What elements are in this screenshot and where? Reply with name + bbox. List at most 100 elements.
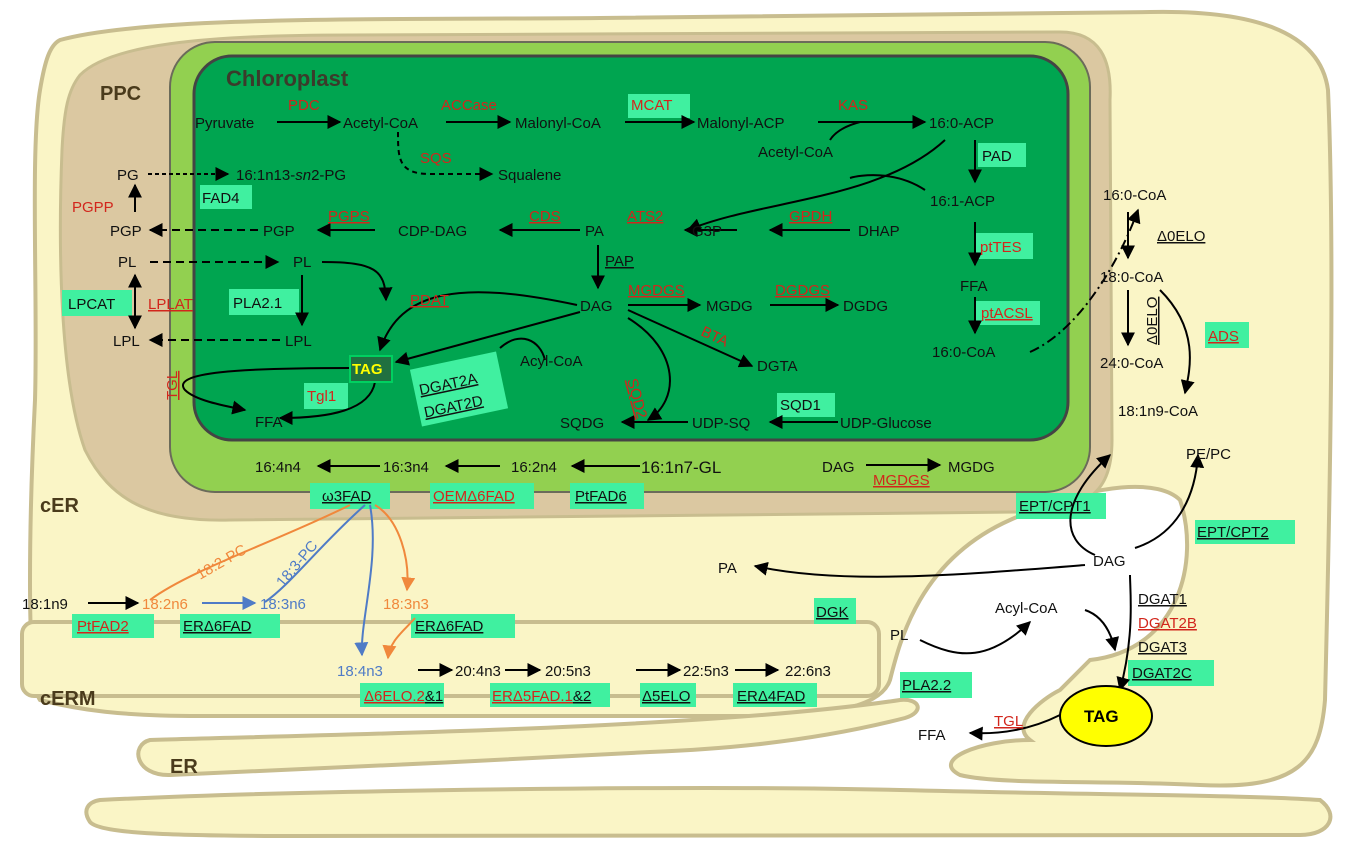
enzyme-ads: ADS: [1208, 328, 1239, 345]
metabolite-16-2n4: 16:2n4: [511, 459, 557, 476]
metabolite-pl-er: PL: [890, 627, 908, 644]
enzyme-erd6fad-a: ERΔ6FAD: [183, 618, 252, 635]
enzyme-dgat2b: DGAT2B: [1138, 615, 1197, 632]
enzyme-dgat1: DGAT1: [1138, 591, 1187, 608]
metabolite-udp-sq: UDP-SQ: [692, 415, 750, 432]
metabolite-dag-er: DAG: [1093, 553, 1126, 570]
enzyme-sqs: SQS: [420, 150, 452, 167]
metabolite-g3p: G3P: [692, 223, 722, 240]
metabolite-ffa-er: FFA: [918, 727, 946, 744]
fatty-acid-18-3n3: 18:3n3: [383, 596, 429, 613]
enzyme-labels: PDC ACCase MCAT KAS SQS PAD FAD4 PGPP PG…: [68, 97, 1269, 730]
metabolite-16-3n4: 16:3n4: [383, 459, 429, 476]
metabolite-pa: PA: [585, 223, 604, 240]
metabolite-18-1n9-coa: 18:1n9-CoA: [1118, 403, 1198, 420]
metabolite-pl: PL: [293, 254, 311, 271]
metabolite-lpl-left: LPL: [113, 333, 140, 350]
metabolite-acetyl-coa-2: Acetyl-CoA: [758, 144, 833, 161]
enzyme-dgat2c: DGAT2C: [1132, 665, 1192, 682]
metabolite-dgdg: DGDG: [843, 298, 888, 315]
enzyme-pdat: PDAT: [410, 292, 449, 309]
metabolite-pe-pc: PE/PC: [1186, 446, 1231, 463]
enzyme-pla2-1: PLA2.1: [233, 295, 282, 312]
er-strip-2: [84, 786, 1333, 838]
region-label-chloroplast: Chloroplast: [226, 66, 349, 91]
metabolite-16-1-acp: 16:1-ACP: [930, 193, 995, 210]
metabolite-squalene: Squalene: [498, 167, 561, 184]
metabolite-mgdg: MGDG: [706, 298, 753, 315]
enzyme-tgl-er: TGL: [994, 713, 1023, 730]
enzyme-erd5fad: ERΔ5FAD.1&2: [492, 688, 591, 705]
enzyme-pdc: PDC: [288, 97, 320, 114]
enzyme-mgdgs-out: MGDGS: [873, 472, 930, 489]
color-arrows: [149, 504, 416, 660]
metabolite-16-0-coa-chloroplast: 16:0-CoA: [932, 344, 995, 361]
enzyme-sqd1: SQD1: [780, 397, 821, 414]
metabolite-ffa-left: FFA: [255, 414, 283, 431]
dashed-arrows: [148, 167, 1141, 353]
metabolite-dag-out: DAG: [822, 459, 855, 476]
tag-chloroplast-box: [349, 355, 393, 383]
enzyme-d0elo-a: Δ0ELO: [1157, 228, 1205, 245]
metabolite-sqdg: SQDG: [560, 415, 604, 432]
metabolite-pgp-left: PGP: [110, 223, 142, 240]
enzyme-pttes: ptTES: [980, 239, 1022, 256]
enzyme-d6elo: Δ6ELO.2&1: [364, 688, 443, 705]
fatty-acid-18-3n6: 18:3n6: [260, 596, 306, 613]
fatty-acid-22-5n3: 22:5n3: [683, 663, 729, 680]
metabolite-labels: Pyruvate Acetyl-CoA Malonyl-CoA Malonyl-…: [22, 115, 1231, 744]
enzyme-d0elo-b: Δ0ELO: [1144, 297, 1161, 345]
region-label-ppc: PPC: [100, 83, 141, 105]
metabolite-acetyl-coa: Acetyl-CoA: [343, 115, 418, 132]
metabolite-acyl-coa-er: Acyl-CoA: [995, 600, 1058, 617]
enzyme-accase: ACCase: [441, 97, 497, 114]
enzyme-pgpp: PGPP: [72, 199, 114, 216]
region-label-cerm: cERM: [40, 688, 96, 710]
fatty-acid-20-4n3: 20:4n3: [455, 663, 501, 680]
metabolite-pa-er: PA: [718, 560, 737, 577]
region-label-er: ER: [170, 756, 198, 778]
metabolite-24-0-coa: 24:0-CoA: [1100, 355, 1163, 372]
enzyme-ats2: ATS2: [627, 208, 663, 225]
metabolite-dgta: DGTA: [757, 358, 798, 375]
enzyme-tgl1: Tgl1: [307, 388, 336, 405]
fatty-acid-18-1n9: 18:1n9: [22, 596, 68, 613]
enzyme-ptacsl: ptACSL: [981, 305, 1033, 322]
enzyme-dgdgs: DGDGS: [775, 282, 830, 299]
metabolite-cdp-dag: CDP-DAG: [398, 223, 467, 240]
enzyme-ept-cpt1: EPT/CPT1: [1019, 498, 1091, 515]
enzyme-pad: PAD: [982, 148, 1012, 165]
enzyme-w3fad: ω3FAD: [322, 488, 371, 505]
metabolite-mgdg-out: MGDG: [948, 459, 995, 476]
enzyme-pla2-2: PLA2.2: [902, 677, 951, 694]
fatty-acid-18-4n3: 18:4n3: [337, 663, 383, 680]
metabolite-16-4n4: 16:4n4: [255, 459, 301, 476]
er-strip-1: [136, 697, 920, 778]
enzyme-mgdgs: MGDGS: [628, 282, 685, 299]
metabolite-lpl: LPL: [285, 333, 312, 350]
metabolite-tag-er: TAG: [1084, 707, 1119, 726]
metabolite-16-1n7-gl: 16:1n7-GL: [641, 458, 721, 477]
metabolite-dag: DAG: [580, 298, 613, 315]
metabolite-udp-glucose: UDP-Glucose: [840, 415, 932, 432]
enzyme-d5elo: Δ5ELO: [642, 688, 690, 705]
metabolite-malonyl-coa: Malonyl-CoA: [515, 115, 601, 132]
enzyme-erd6fad-b: ERΔ6FAD: [415, 618, 484, 635]
enzyme-dgk: DGK: [816, 604, 849, 621]
metabolite-ffa-chloroplast: FFA: [960, 278, 988, 295]
metabolite-18-0-coa: 18:0-CoA: [1100, 269, 1163, 286]
enzyme-pgps: PGPS: [328, 208, 370, 225]
chloroplast-stroma: [192, 54, 1070, 442]
fatty-acid-22-6n3: 22:6n3: [785, 663, 831, 680]
metabolite-pl-left: PL: [118, 254, 136, 271]
enzyme-dgat3: DGAT3: [1138, 639, 1187, 656]
metabolite-pgp: PGP: [263, 223, 295, 240]
tag-er-ellipse: [1059, 685, 1153, 747]
metabolite-16-1n13-sn2-pg: 16:1n13-sn2-PG: [236, 167, 346, 184]
fatty-acid-18-2n6: 18:2n6: [142, 596, 188, 613]
enzyme-tgl-left: TGL: [164, 371, 181, 400]
metabolite-pg: PG: [117, 167, 139, 184]
enzyme-highlight-boxes: [62, 94, 1295, 707]
